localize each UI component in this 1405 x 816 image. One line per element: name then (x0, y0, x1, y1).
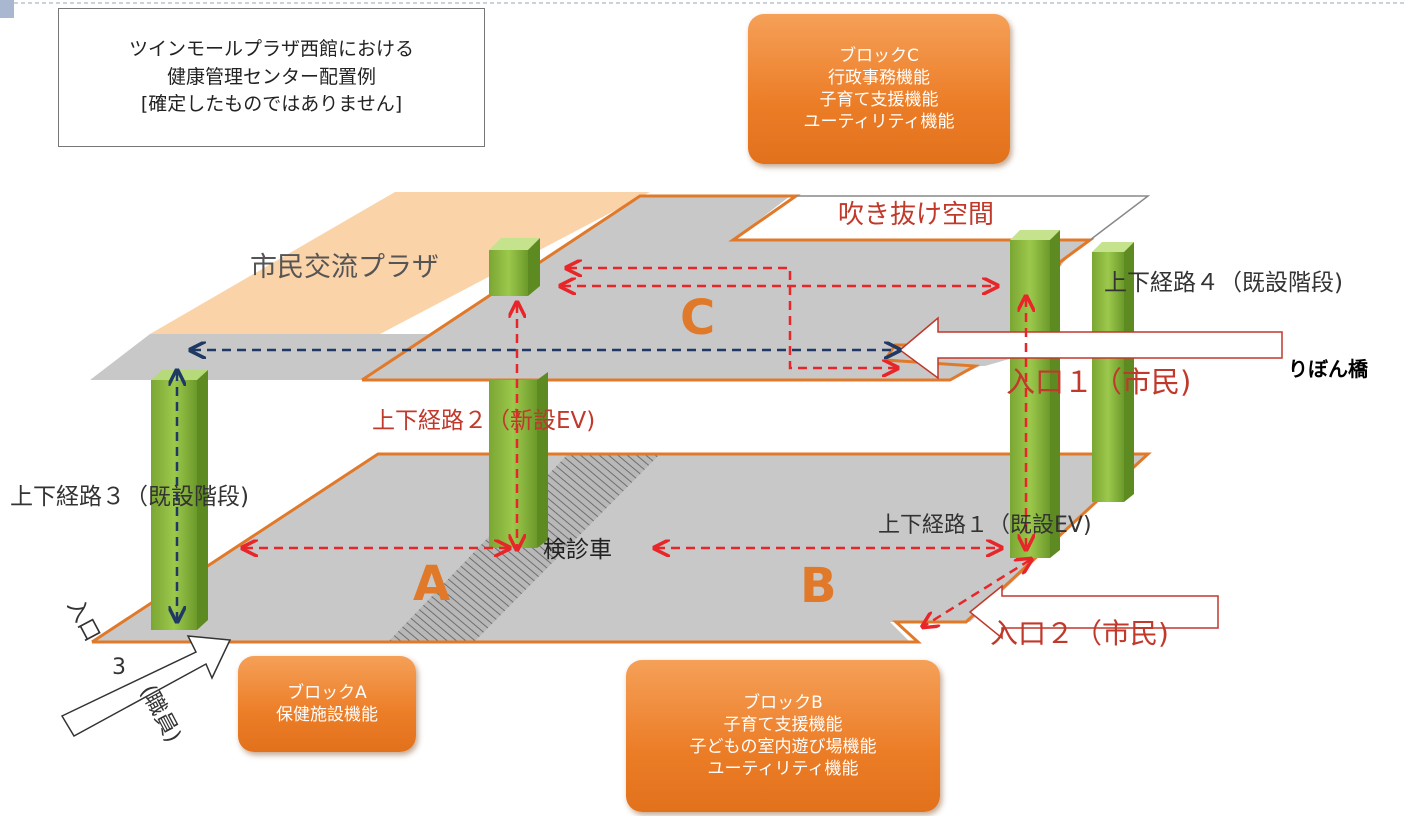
block-b-line-2: 子どもの室内遊び場機能 (689, 737, 877, 757)
disclaimer-note-box: ツインモールプラザ西館における 健康管理センター配置例 [確定したものではありま… (58, 8, 485, 147)
plaza-label: 市民交流プラザ (250, 252, 439, 283)
arrow-c-bend (568, 268, 896, 368)
route1-label: 上下経路１（既設EV) (878, 513, 1092, 538)
fukinuke-edge (796, 195, 1151, 241)
note-line-1: ツインモールプラザ西館における (128, 38, 414, 61)
fukinuke-label: 吹き抜け空間 (838, 200, 994, 230)
kenshinsha-label: 検診車 (543, 537, 612, 563)
block-c-line-2: 子育て支援機能 (819, 90, 939, 110)
block-a-box: ブロックA 保健施設機能 (238, 656, 416, 752)
block-c-title: ブロックC (839, 45, 919, 66)
pillar-route4 (1092, 242, 1134, 502)
entrance3-arrow (60, 635, 232, 738)
entrance3-role: (職員) (135, 681, 186, 747)
block-b-line-3: ユーティリティ機能 (707, 759, 859, 780)
block-b-title: ブロックB (743, 692, 823, 713)
route4-label: 上下経路４（既設階段) (1104, 270, 1343, 296)
arrow-entrance2-diag (924, 560, 1030, 626)
area-c-letter: C (680, 290, 715, 346)
note-line-3: [確定したものではありません] (140, 93, 403, 116)
svg-text:(職員): (職員) (135, 681, 186, 747)
ribbon-bridge-label: りぼん橋 (1288, 357, 1369, 381)
entrance2-label: 入口２（市民) (990, 617, 1169, 650)
block-b-box: ブロックB 子育て支援機能 子どもの室内遊び場機能 ユーティリティ機能 (626, 660, 940, 812)
route3-label: 上下経路３（既設階段) (10, 484, 249, 510)
entrance1-arrow (898, 316, 1283, 380)
fukinuke-area (733, 196, 1148, 240)
entrance1-label: 入口１（市民) (1006, 365, 1191, 399)
block-a-title: ブロックA (287, 682, 367, 703)
block-c-line-1: 行政事務機能 (828, 67, 930, 88)
area-b-letter: B (800, 558, 837, 614)
block-c-box: ブロックC 行政事務機能 子育て支援機能 ユーティリティ機能 (748, 14, 1010, 164)
corner-tab (0, 0, 14, 18)
note-line-2: 健康管理センター配置例 (166, 65, 376, 88)
pillar-route2 (489, 238, 548, 548)
plaza-area (150, 192, 650, 334)
block-c-line-3: ユーティリティ機能 (803, 112, 955, 133)
block-b-line-1: 子育て支援機能 (723, 714, 843, 735)
area-a-letter: A (413, 556, 450, 612)
entrance3-number: 3 (112, 655, 126, 680)
route2-label: 上下経路２（新設EV) (372, 408, 595, 434)
block-a-line-1: 保健施設機能 (276, 705, 378, 725)
